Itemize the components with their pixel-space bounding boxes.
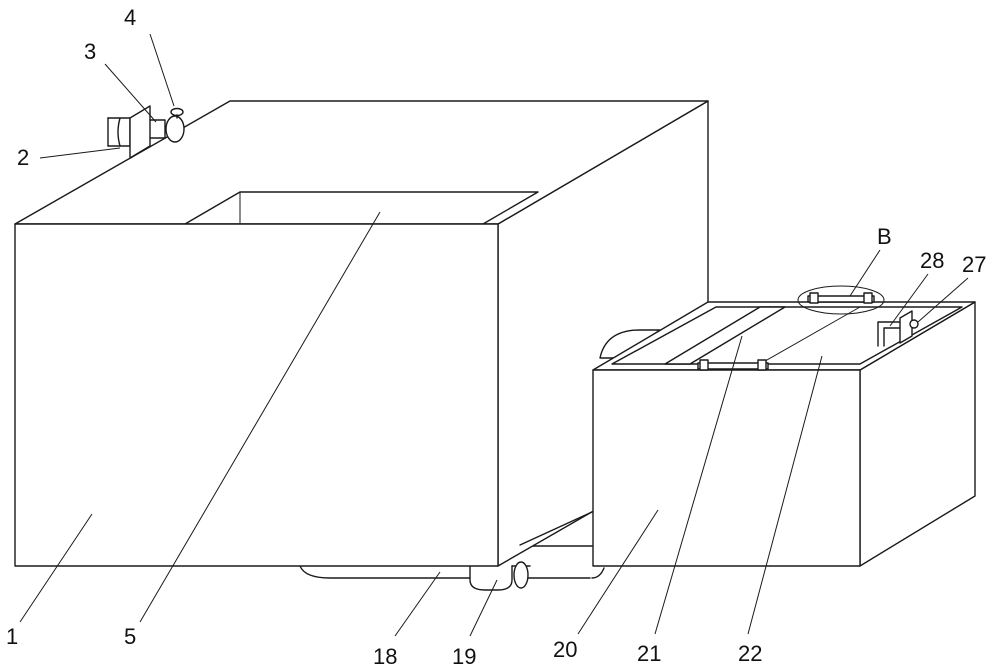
label-18: 18 (373, 644, 397, 669)
label-27: 27 (962, 252, 986, 277)
inlet-valve (107, 105, 185, 159)
label-28: 28 (920, 248, 944, 273)
label-22: 22 (738, 641, 762, 666)
label-B: B (877, 224, 892, 249)
label-1: 1 (6, 624, 18, 649)
label-21: 21 (637, 641, 661, 666)
label-5: 5 (124, 624, 136, 649)
small-tank-20 (592, 285, 976, 567)
large-tank-1 (14, 100, 709, 567)
label-2: 2 (17, 145, 29, 170)
label-3: 3 (84, 39, 96, 64)
label-19: 19 (452, 644, 476, 669)
leader-lines (19, 33, 969, 637)
label-4: 4 (124, 5, 136, 30)
label-20: 20 (553, 637, 577, 662)
reference-numerals: 4 3 2 1 5 18 19 20 21 22 B 28 27 (6, 5, 986, 669)
bottom-pipe-18 (299, 545, 605, 591)
